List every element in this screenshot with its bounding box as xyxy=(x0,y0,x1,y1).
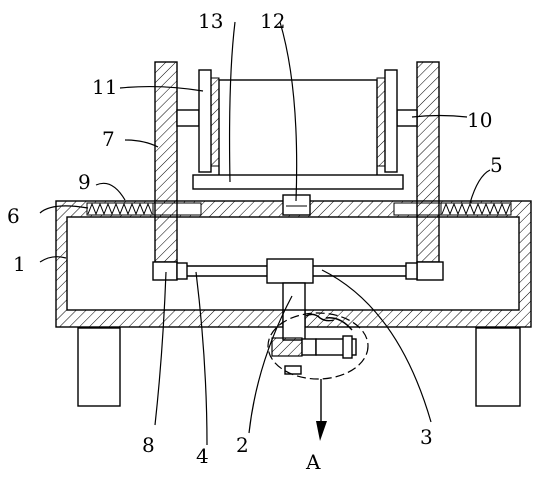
right-spring xyxy=(441,202,511,216)
left-spring xyxy=(87,202,153,216)
roller-assembly xyxy=(176,69,418,190)
label-5: 5 xyxy=(490,153,503,177)
label-4: 4 xyxy=(196,444,209,468)
label-13: 13 xyxy=(198,9,223,33)
nut-block xyxy=(266,258,314,284)
label-detail-a: A xyxy=(305,450,321,474)
label-3: 3 xyxy=(420,425,433,449)
gear-detail xyxy=(271,309,357,375)
label-8: 8 xyxy=(142,433,155,457)
right-spring-slot xyxy=(440,202,512,216)
label-7: 7 xyxy=(102,127,115,151)
label-9: 9 xyxy=(78,170,91,194)
leader-lines xyxy=(39,21,491,446)
left-leg xyxy=(77,327,121,407)
label-2: 2 xyxy=(236,433,249,457)
label-10: 10 xyxy=(467,108,492,132)
right-column xyxy=(416,61,440,263)
left-column xyxy=(154,61,178,263)
label-11: 11 xyxy=(92,75,117,99)
right-leg xyxy=(475,327,521,407)
label-12: 12 xyxy=(260,9,285,33)
left-spring-slot xyxy=(86,202,154,216)
label-6: 6 xyxy=(7,204,20,228)
detail-a-circle xyxy=(267,312,369,380)
label-1: 1 xyxy=(13,252,26,276)
detail-a-arrowhead xyxy=(316,421,327,441)
